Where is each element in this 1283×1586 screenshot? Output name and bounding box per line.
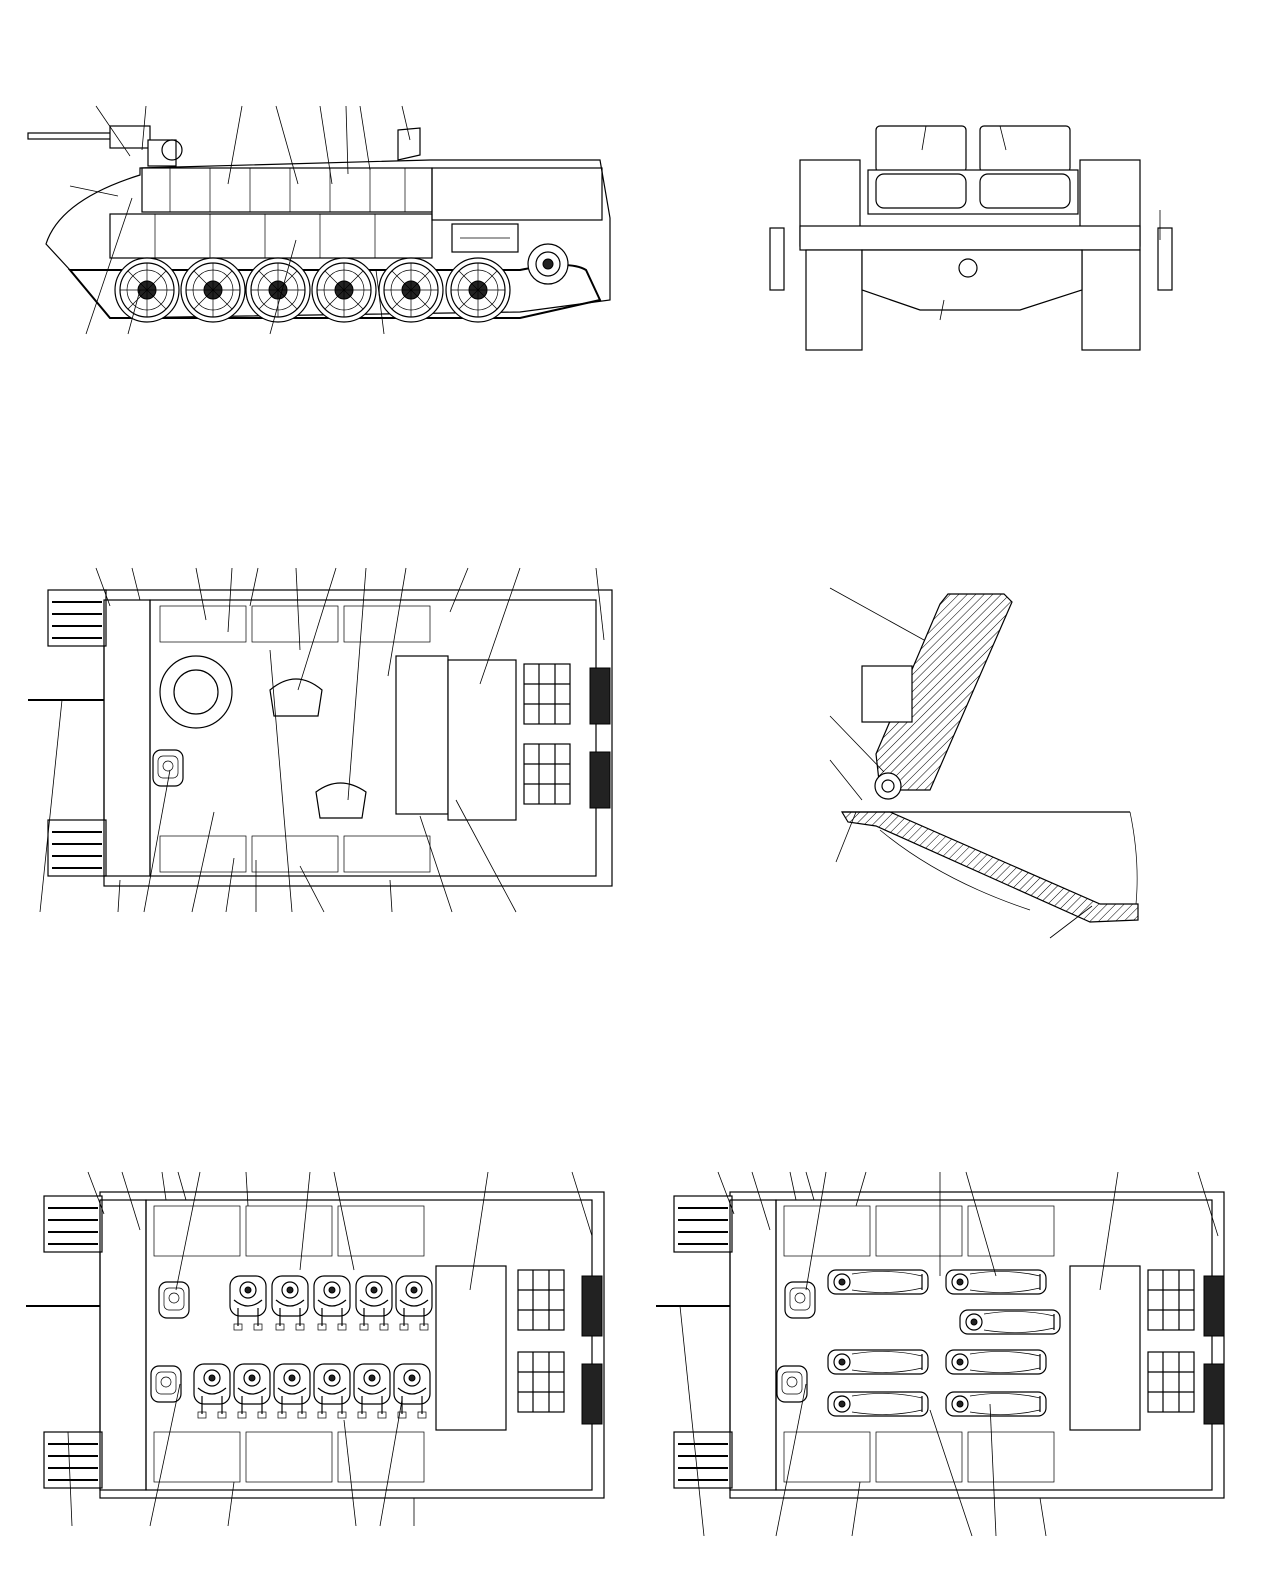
rear-view (769, 125, 1173, 351)
rear-stowage-box-left (875, 125, 967, 173)
tv3-callout-leaders (679, 1171, 1219, 1537)
rear-ramp (861, 249, 1083, 311)
tv3-rear-light-lower (1203, 1363, 1225, 1425)
side-rear-hatch (397, 127, 421, 161)
tv2-vent-front-left (43, 1195, 103, 1253)
tv3-rear-door (1069, 1265, 1141, 1431)
top-view-seated-stretchers (656, 1171, 1225, 1537)
tv1-vent-front-right (47, 819, 107, 877)
tv2-vent-front-right (43, 1431, 103, 1489)
tv1-rear-door (447, 659, 517, 821)
tv1-commander-cupola (159, 655, 233, 729)
tv1-grille-lower (523, 743, 571, 805)
rear-right-track (1081, 249, 1141, 351)
tv3-driver-seat (776, 1365, 808, 1403)
rear-stowage-box-right (979, 125, 1071, 173)
ramp-floor-section (840, 811, 1139, 923)
tv2-driver-seat (150, 1365, 182, 1403)
ramp-hinge (874, 772, 902, 800)
tv3-commander-seat (784, 1281, 816, 1319)
tv2-side-panels (153, 1205, 425, 1483)
machine-gun (27, 125, 183, 167)
tv3-grille-lower (1147, 1351, 1195, 1413)
rear-ramp-hub (958, 258, 978, 278)
ramp-section (829, 587, 1139, 939)
tv1-vent-front-left (47, 589, 107, 647)
tv3-side-panels (783, 1205, 1055, 1483)
tv1-hatch-right (315, 782, 367, 819)
top-view-empty (28, 567, 613, 913)
tv2-rear-light-lower (581, 1363, 603, 1425)
rear-left-track (805, 249, 863, 351)
tv2-grille-upper (517, 1269, 565, 1331)
tv2-callout-leaders (67, 1171, 593, 1527)
tv2-rear-light-upper (581, 1275, 603, 1337)
tv2-hull-outline (99, 1191, 605, 1499)
rear-hull-plate (799, 225, 1141, 251)
ramp-step-box (861, 665, 913, 723)
side-armor-panels (109, 167, 603, 259)
tv3-hull-outline (729, 1191, 1225, 1499)
tv3-vent-front-right (673, 1431, 733, 1489)
tv1-hull-outline (103, 589, 613, 887)
tv2-commander-seat (158, 1281, 190, 1319)
side-view (27, 105, 611, 335)
tv3-vent-front-left (673, 1195, 733, 1253)
tv1-grille-upper (523, 663, 571, 725)
tv2-rear-door (435, 1265, 507, 1431)
top-view-seated-forward (26, 1171, 605, 1527)
tv1-rear-light-lower (589, 751, 611, 809)
side-drive-sprocket (527, 243, 569, 285)
side-track (67, 264, 602, 319)
tv2-grille-lower (517, 1351, 565, 1413)
tv1-rear-light-upper (589, 667, 611, 725)
tv3-rear-light-upper (1203, 1275, 1225, 1337)
side-callout-leaders (69, 105, 411, 335)
ramp-door-section (875, 593, 1013, 791)
tv1-callout-leaders (39, 567, 605, 913)
tv3-grille-upper (1147, 1269, 1195, 1331)
tv1-hatch-left (269, 678, 323, 717)
rear-upper-hull (867, 169, 1079, 215)
